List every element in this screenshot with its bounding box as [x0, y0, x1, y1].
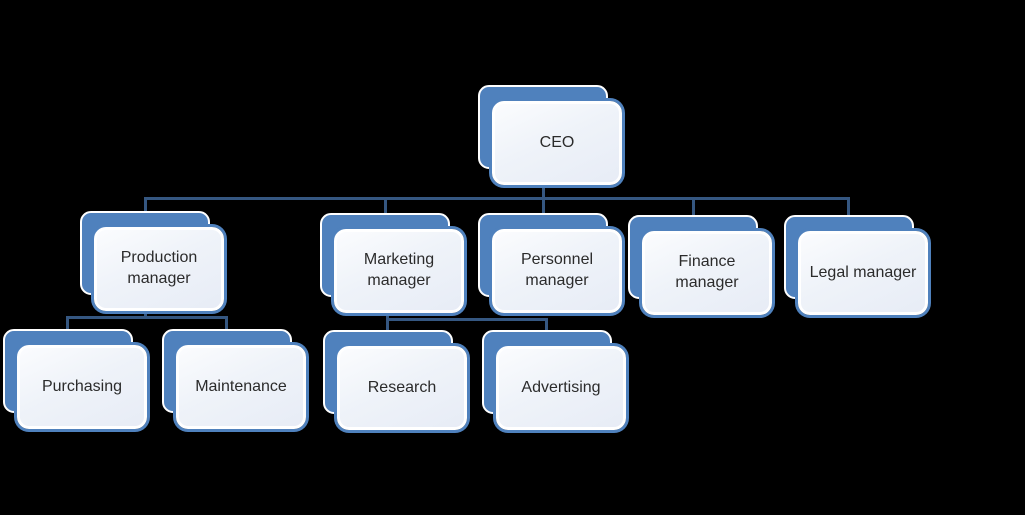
connector-drop-finance: [692, 197, 695, 216]
node-card: Legal manager: [798, 231, 928, 315]
connector-marketing-horizontal: [386, 318, 548, 321]
org-node-finance-manager: Finance manager: [628, 215, 775, 318]
node-label: Legal manager: [809, 263, 917, 281]
org-node-advertising: Advertising: [482, 330, 629, 433]
connector-drop-maintenance: [225, 316, 228, 332]
org-node-legal-manager: Legal manager: [784, 215, 931, 318]
connector-drop-production: [144, 197, 147, 214]
org-node-marketing-manager: Marketing manager: [320, 213, 467, 316]
node-card: Production manager: [94, 227, 224, 311]
connector-drop-purchasing: [66, 316, 69, 332]
node-label: Research: [367, 378, 437, 396]
node-label: Maintenance: [195, 377, 287, 395]
org-node-purchasing: Purchasing: [3, 329, 150, 432]
node-card: CEO: [492, 101, 622, 185]
org-node-production-manager: Production manager: [80, 211, 227, 314]
node-label: Purchasing: [41, 377, 123, 395]
connector-production-horizontal: [66, 316, 228, 319]
node-label: Production manager: [120, 249, 198, 287]
node-card: Purchasing: [17, 345, 147, 429]
node-label: Advertising: [521, 378, 601, 396]
node-card: Finance manager: [642, 231, 772, 315]
connector-ceo-to-personnel: [542, 184, 545, 216]
connector-drop-legal: [847, 197, 850, 216]
org-node-maintenance: Maintenance: [162, 329, 309, 432]
org-node-ceo: CEO: [478, 85, 625, 188]
connector-level1-horizontal: [144, 197, 850, 200]
connector-drop-advertising: [545, 318, 548, 333]
node-label: Finance manager: [675, 253, 739, 291]
connector-drop-marketing: [384, 197, 387, 216]
node-label: Personnel manager: [520, 251, 594, 289]
node-card: Personnel manager: [492, 229, 622, 313]
node-card: Advertising: [496, 346, 626, 430]
org-node-research: Research: [323, 330, 470, 433]
node-label: Marketing manager: [363, 251, 435, 289]
connector-production-stem: [144, 304, 147, 319]
org-node-personnel-manager: Personnel manager: [478, 213, 625, 316]
node-card: Marketing manager: [334, 229, 464, 313]
node-card: Maintenance: [176, 345, 306, 429]
node-card: Research: [337, 346, 467, 430]
node-label: CEO: [539, 133, 575, 151]
